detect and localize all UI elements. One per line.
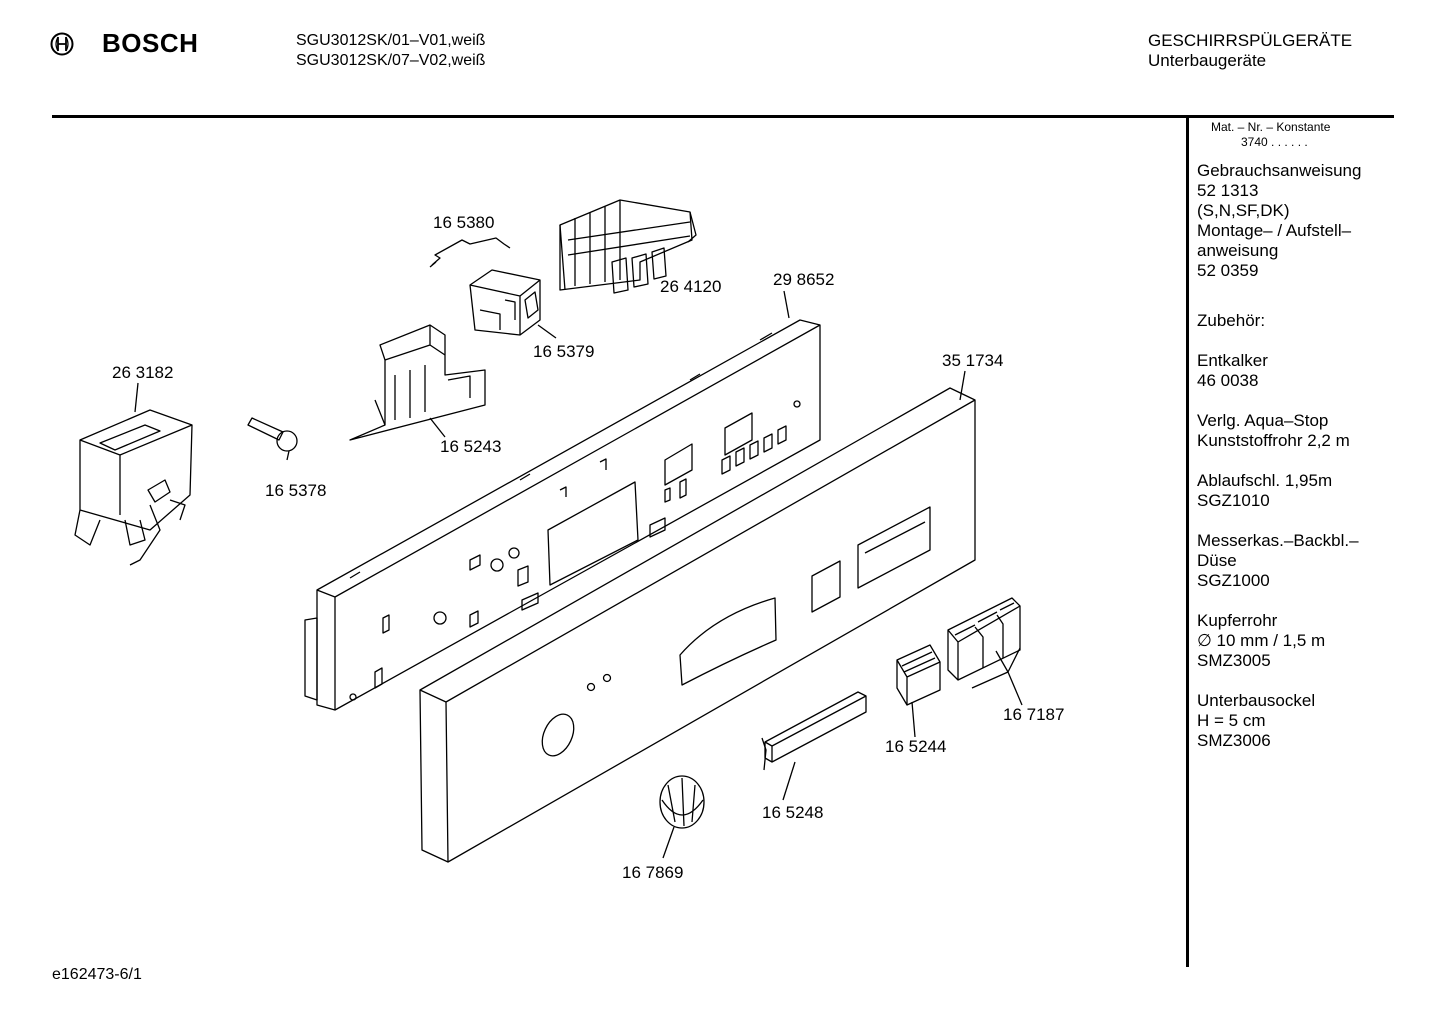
part-number-167869: 16 7869 — [622, 863, 683, 882]
model-line: SGU3012SK/07–V02,weiß — [296, 52, 486, 69]
category-title: GESCHIRRSPÜLGERÄTE — [1148, 31, 1353, 50]
part-165244-button — [896, 644, 941, 706]
header-divider — [52, 115, 1394, 118]
part-298652-rear-panel — [304, 319, 821, 711]
model-list: SGU3012SK/01–V01,weiß SGU3012SK/07–V02,w… — [296, 31, 485, 71]
sidebar-line: 46 0038 — [1197, 371, 1259, 390]
sidebar-line: 52 1313 — [1197, 181, 1259, 200]
sidebar-line: H = 5 cm — [1197, 711, 1266, 730]
part-264120-switch-block — [559, 199, 697, 294]
sidebar-spacer — [1197, 451, 1361, 471]
sidebar-line: SMZ3005 — [1197, 651, 1271, 670]
constant-value: 3740 . . . . . . — [1241, 135, 1308, 149]
part-167187-button-group — [947, 597, 1021, 681]
category-block: GESCHIRRSPÜLGERÄTE Unterbaugeräte — [1148, 31, 1352, 71]
part-165378-plug — [247, 417, 298, 452]
sidebar-line: Kunststoffrohr 2,2 m — [1197, 431, 1350, 450]
category-subtitle: Unterbaugeräte — [1148, 51, 1267, 70]
leader-lines — [134, 290, 1023, 859]
sidebar-spacer — [1197, 511, 1361, 531]
part-number-165380: 16 5380 — [433, 213, 494, 232]
part-263182-module — [74, 409, 193, 566]
exploded-parts-diagram: 16 5380 26 4120 29 8652 16 5379 26 3182 … — [74, 199, 1064, 882]
sidebar-line: Zubehör: — [1197, 311, 1266, 330]
sidebar-line: Messerkas.–Backbl.– — [1197, 531, 1359, 550]
model-line: SGU3012SK/01–V01,weiß — [296, 32, 486, 49]
sidebar-line: SGZ1010 — [1197, 491, 1270, 510]
part-number-165378: 16 5378 — [265, 481, 326, 500]
sidebar-line: Unterbausockel — [1197, 691, 1316, 710]
sidebar-line: anweisung — [1197, 241, 1279, 260]
part-number-264120: 26 4120 — [660, 277, 721, 296]
sidebar-spacer — [1197, 331, 1361, 351]
sidebar-line: 52 0359 — [1197, 261, 1259, 280]
sidebar-line: ∅ 10 mm / 1,5 m — [1197, 631, 1326, 650]
sidebar-spacer — [1197, 281, 1361, 311]
part-165379-holder — [469, 269, 541, 336]
part-number-165243: 16 5243 — [440, 437, 501, 456]
constant-label: Mat. – Nr. – Konstante — [1211, 120, 1331, 134]
part-165380-spring — [429, 237, 511, 268]
sidebar-line: Verlg. Aqua–Stop — [1197, 411, 1329, 430]
sidebar-spacer — [1197, 391, 1361, 411]
part-351734-front-fascia — [419, 387, 976, 863]
part-number-165244: 16 5244 — [885, 737, 946, 756]
part-167869-knob — [659, 775, 705, 829]
sidebar-spacer — [1197, 671, 1361, 691]
part-165243-bracket — [349, 324, 486, 441]
part-165248-strip — [761, 691, 867, 771]
brand-block: BOSCH — [50, 28, 198, 59]
part-number-165248: 16 5248 — [762, 803, 823, 822]
sidebar-line: SMZ3006 — [1197, 731, 1271, 750]
part-number-167187: 16 7187 — [1003, 705, 1064, 724]
sidebar-line: (S,N,SF,DK) — [1197, 201, 1290, 220]
sidebar-line: SGZ1000 — [1197, 571, 1270, 590]
drawing-id: e162473-6/1 — [52, 966, 142, 983]
brand-name: BOSCH — [102, 28, 199, 58]
sidebar-line: Düse — [1197, 551, 1237, 570]
part-number-165379: 16 5379 — [533, 342, 594, 361]
sidebar-spacer — [1197, 591, 1361, 611]
sidebar-divider — [1186, 115, 1189, 967]
sidebar-line: Kupferrohr — [1197, 611, 1278, 630]
sidebar-line: Ablaufschl. 1,95m — [1197, 471, 1333, 490]
part-number-263182: 26 3182 — [112, 363, 173, 382]
part-number-351734: 35 1734 — [942, 351, 1003, 370]
sidebar-line: Montage– / Aufstell– — [1197, 221, 1352, 240]
sidebar-line: Gebrauchsanweisung — [1197, 161, 1362, 180]
sidebar-line: Entkalker — [1197, 351, 1268, 370]
part-number-298652: 29 8652 — [773, 270, 834, 289]
bosch-logo-icon — [50, 32, 74, 55]
